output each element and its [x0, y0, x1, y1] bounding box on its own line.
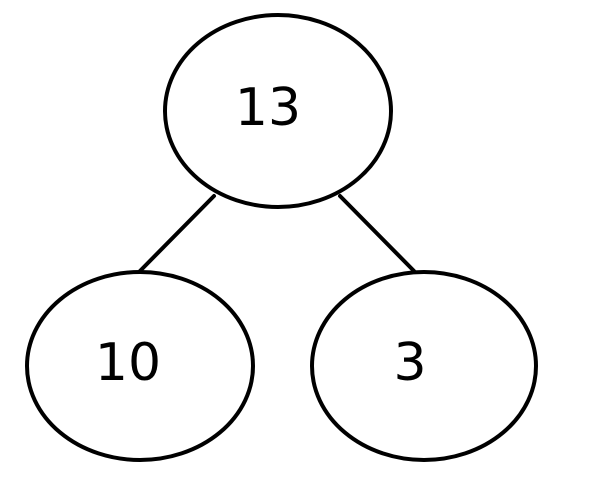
edge-root-left	[138, 194, 216, 273]
node-right: 3	[310, 270, 538, 462]
node-right-label: 3	[393, 333, 426, 393]
edge-root-right	[338, 194, 416, 273]
node-root-ellipse	[163, 13, 393, 209]
node-right-ellipse	[310, 270, 538, 462]
node-root: 13	[163, 13, 393, 209]
node-left-label: 10	[95, 333, 161, 393]
node-left: 10	[25, 270, 255, 462]
node-left-ellipse	[25, 270, 255, 462]
node-root-label: 13	[235, 78, 301, 138]
